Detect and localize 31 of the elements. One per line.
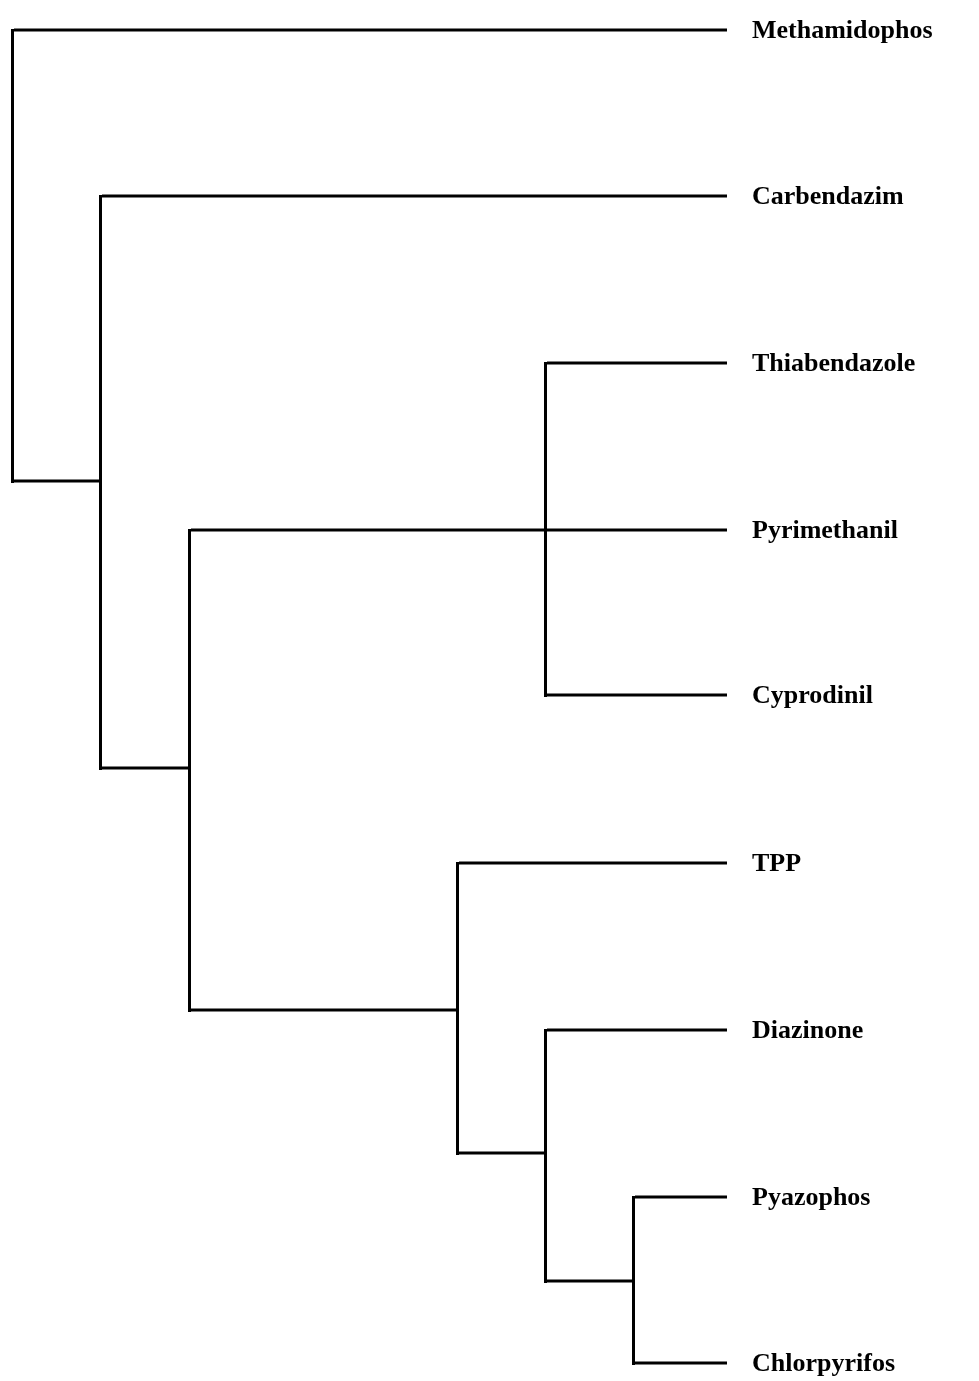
tree-branch [547,361,727,365]
leaf-label: Pyrimethanil [727,514,898,546]
cluster-bracket [99,194,102,770]
tree-branch [547,1028,727,1032]
tree-branch [191,1008,456,1012]
leaf-label: Methamidophos [727,14,933,46]
cluster-bracket [188,528,191,1012]
tree-branch [191,528,544,532]
tree-branch [102,194,727,198]
tree-branch [547,1279,632,1283]
tree-branch [102,766,188,770]
tree-branch [635,1195,727,1199]
leaf-label: Carbendazim [727,180,904,212]
tree-branch [547,528,727,532]
leaf-label: Diazinone [727,1014,864,1046]
leaf-label: TPP [727,847,802,879]
tree-branch [14,28,727,32]
cluster-bracket [544,1028,547,1283]
cluster-bracket [544,361,547,697]
tree-branch [459,861,727,865]
leaf-label: Thiabendazole [727,347,916,379]
tree-branch [547,693,727,697]
cluster-bracket [456,861,459,1155]
cluster-bracket [11,28,14,483]
tree-branch [635,1361,727,1365]
tree-branch [14,479,99,483]
cluster-bracket [632,1195,635,1365]
tree-branch [459,1151,544,1155]
leaf-label: Chlorpyrifos [727,1347,895,1379]
leaf-label: Pyazophos [727,1181,871,1213]
leaf-label: Cyprodinil [727,679,873,711]
